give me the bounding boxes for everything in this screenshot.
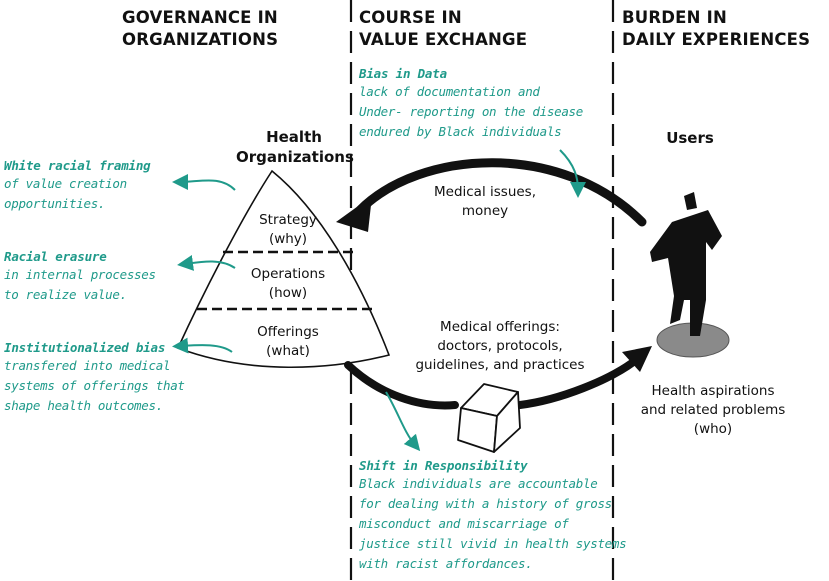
note-line: Black individuals are accountable	[359, 476, 598, 491]
user-figure-icon	[650, 192, 722, 336]
institutionalized-bias-note: Institutionalized bias transfered into m…	[4, 340, 185, 416]
racial-erasure-pointer	[177, 255, 236, 271]
note-title: Bias in Data	[359, 66, 447, 81]
label-line: Health	[266, 128, 322, 146]
shift-in-responsibility-note: Shift in Responsibility Black individual…	[359, 458, 627, 574]
pyramid-strategy-label: Strategy (why)	[240, 211, 336, 249]
column-header-line: GOVERNANCE IN	[122, 8, 278, 27]
label-line: Operations	[250, 266, 326, 282]
label-line: Offerings	[257, 324, 319, 340]
column-header-line: BURDEN IN	[622, 8, 727, 27]
pyramid-offerings-label: Offerings (what)	[240, 323, 336, 361]
value-flow-bottom-arrowhead	[622, 346, 652, 372]
note-title: Shift in Responsibility	[359, 458, 528, 473]
label-line: Medical issues,	[433, 184, 536, 200]
column-header-daily-experiences: BURDEN IN DAILY EXPERIENCES	[622, 7, 810, 51]
label-line: money	[461, 203, 509, 219]
note-line: shape health outcomes.	[4, 398, 163, 413]
label-line: (who)	[693, 421, 733, 437]
column-header-line: ORGANIZATIONS	[122, 30, 279, 49]
note-line: of value creation	[4, 176, 127, 191]
white-racial-framing-note: White racial framing of value creation o…	[4, 158, 151, 214]
column-header-line: VALUE EXCHANGE	[359, 30, 528, 49]
note-line: endured by Black individuals	[359, 124, 562, 139]
medical-offerings-label: Medical offerings: doctors, protocols, g…	[395, 318, 605, 375]
pyramid-operations-label: Operations (how)	[236, 265, 340, 303]
value-flow-top-arrowhead	[336, 196, 372, 232]
note-line: opportunities.	[4, 196, 106, 211]
note-line: transfered into medical	[4, 358, 171, 373]
health-organizations-label: Health Organizations	[236, 127, 354, 167]
label-line: Strategy	[259, 212, 317, 228]
value-flow-top-arrow	[355, 158, 647, 227]
column-header-value-exchange: COURSE IN VALUE EXCHANGE	[359, 7, 527, 51]
note-line: lack of documentation and	[359, 84, 540, 99]
note-line: systems of offerings that	[4, 378, 185, 393]
note-title: Racial erasure	[4, 249, 107, 264]
offering-cube-icon	[457, 383, 521, 453]
bias-in-data-note: Bias in Data lack of documentation and U…	[359, 66, 583, 142]
note-line: justice still vivid in health systems	[359, 536, 627, 551]
bias-in-data-pointer	[559, 149, 586, 198]
organization-pyramid	[176, 169, 391, 369]
label-line: (how)	[268, 285, 308, 301]
users-label: Users	[666, 129, 714, 147]
note-line: in internal processes	[4, 267, 156, 282]
shift-responsibility-pointer	[385, 391, 421, 452]
label-line: guidelines, and practices	[415, 357, 585, 373]
column-header-line: DAILY EXPERIENCES	[622, 30, 811, 49]
health-aspirations-label: Health aspirations and related problems …	[628, 382, 798, 439]
note-title: Institutionalized bias	[4, 340, 166, 355]
medical-issues-label: Medical issues, money	[420, 183, 550, 221]
note-title: White racial framing	[4, 158, 151, 173]
label-line: (what)	[266, 343, 310, 359]
label-line: (why)	[268, 231, 308, 247]
column-header-line: COURSE IN	[359, 8, 462, 27]
note-line: for dealing with a history of gross	[359, 496, 612, 511]
value-flow-bottom-arrow-right	[516, 356, 640, 409]
value-flow-bottom-arrow	[344, 361, 459, 410]
label-line: doctors, protocols,	[437, 338, 563, 354]
note-line: to realize value.	[4, 287, 127, 302]
column-header-governance: GOVERNANCE IN ORGANIZATIONS	[122, 7, 278, 51]
label-line: Health aspirations	[651, 383, 775, 399]
note-line: misconduct and miscarriage of	[359, 516, 569, 531]
white-framing-pointer	[172, 173, 236, 191]
institutionalized-bias-pointer	[172, 337, 233, 354]
note-line: with racist affordances.	[359, 556, 533, 571]
racial-erasure-note: Racial erasure in internal processes to …	[4, 249, 156, 305]
label-line: Organizations	[236, 148, 354, 166]
label-line: Medical offerings:	[440, 319, 560, 335]
note-line: Under- reporting on the disease	[359, 104, 583, 119]
label-line: and related problems	[640, 402, 786, 418]
